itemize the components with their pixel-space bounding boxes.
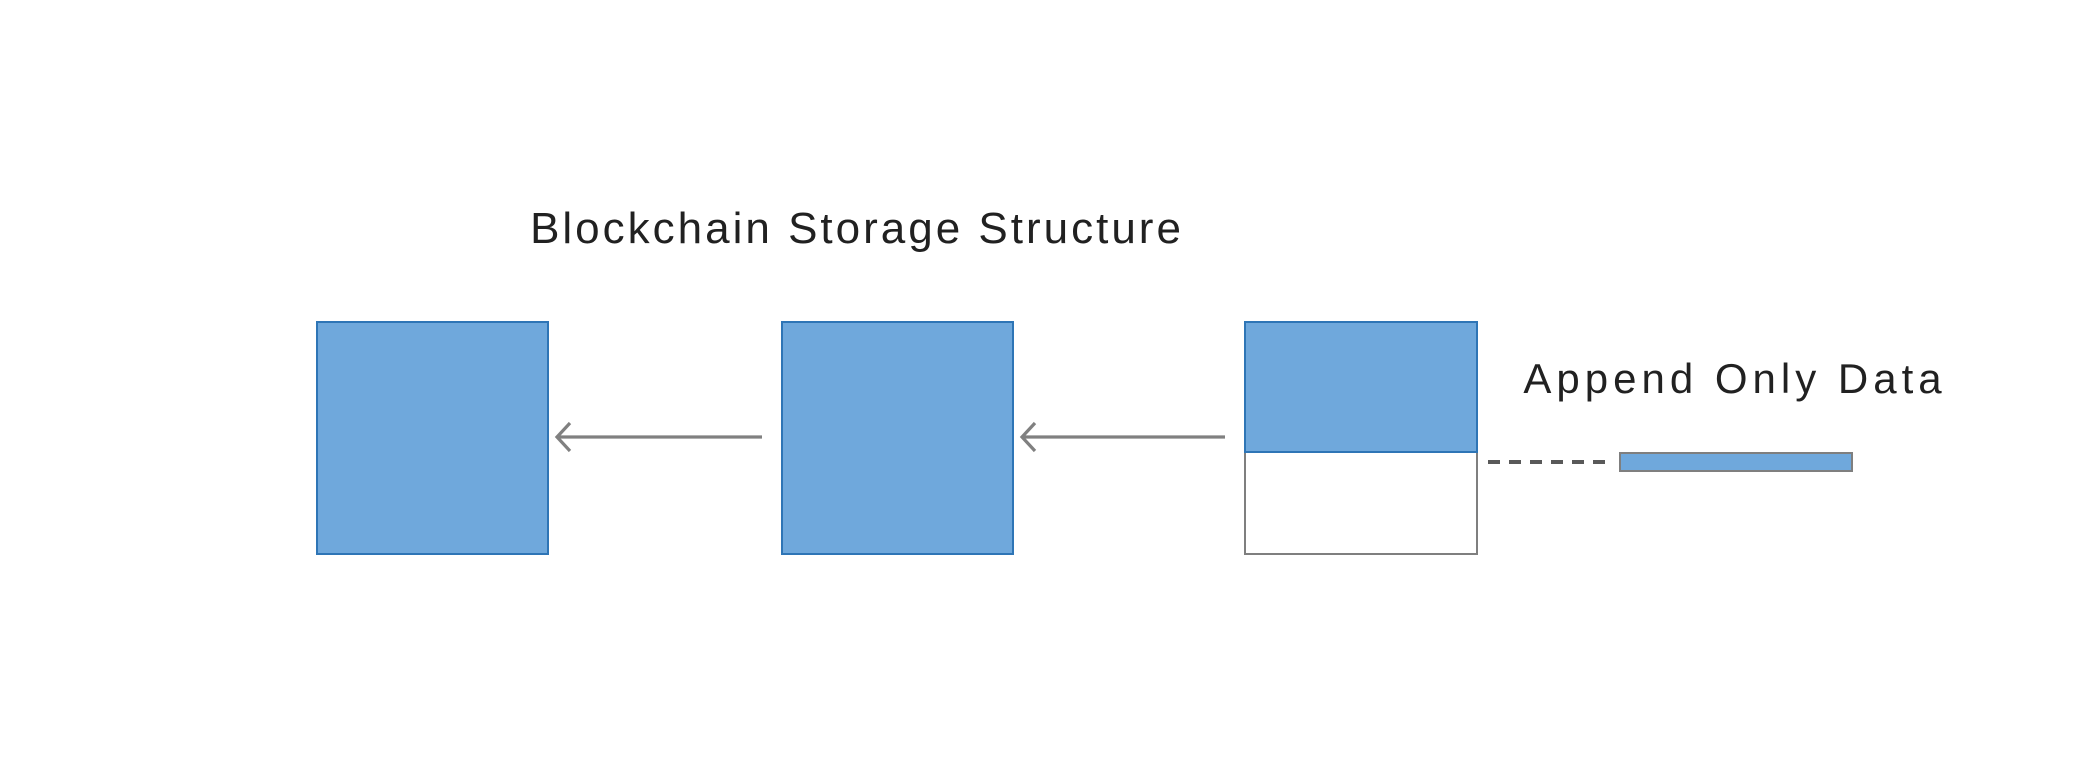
block-1	[316, 321, 549, 555]
append-only-data-label: Append Only Data	[1523, 355, 1946, 402]
arrow-head-left-icon	[554, 421, 572, 453]
arrow-head-left-icon	[1019, 421, 1037, 453]
block-3-empty-section	[1244, 451, 1478, 555]
block-2	[781, 321, 1014, 555]
block-3-filled-section	[1244, 321, 1478, 453]
arrow-block3-to-block2	[1019, 421, 1225, 453]
append-data-bar	[1619, 452, 1853, 472]
arrow-block2-to-block1	[554, 421, 762, 453]
diagram-title: Blockchain Storage Structure	[530, 204, 1184, 253]
